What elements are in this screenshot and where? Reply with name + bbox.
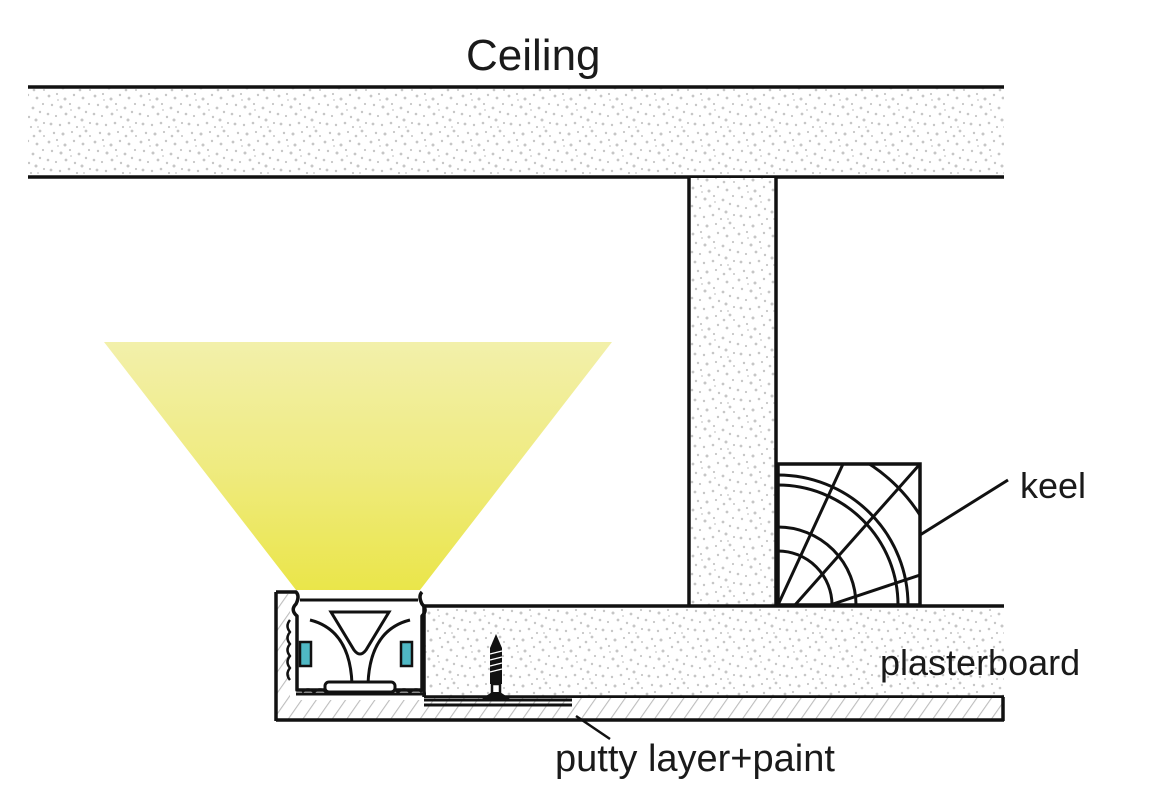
led-chip-right xyxy=(399,640,414,668)
diagram-title: Ceiling xyxy=(466,31,601,80)
vertical-partition xyxy=(687,178,778,606)
label-putty-layer: putty layer+paint xyxy=(555,738,835,780)
led-chip-left xyxy=(298,640,313,668)
light-beam xyxy=(104,342,612,590)
label-plasterboard: plasterboard xyxy=(880,642,1081,683)
screw xyxy=(480,634,512,700)
label-keel: keel xyxy=(1020,465,1087,506)
keel-leader-line xyxy=(919,478,1009,537)
wooden-keel xyxy=(776,462,922,607)
putty-leader-line xyxy=(575,714,611,741)
led-strip xyxy=(298,610,414,694)
ceiling-slab xyxy=(28,85,1004,179)
